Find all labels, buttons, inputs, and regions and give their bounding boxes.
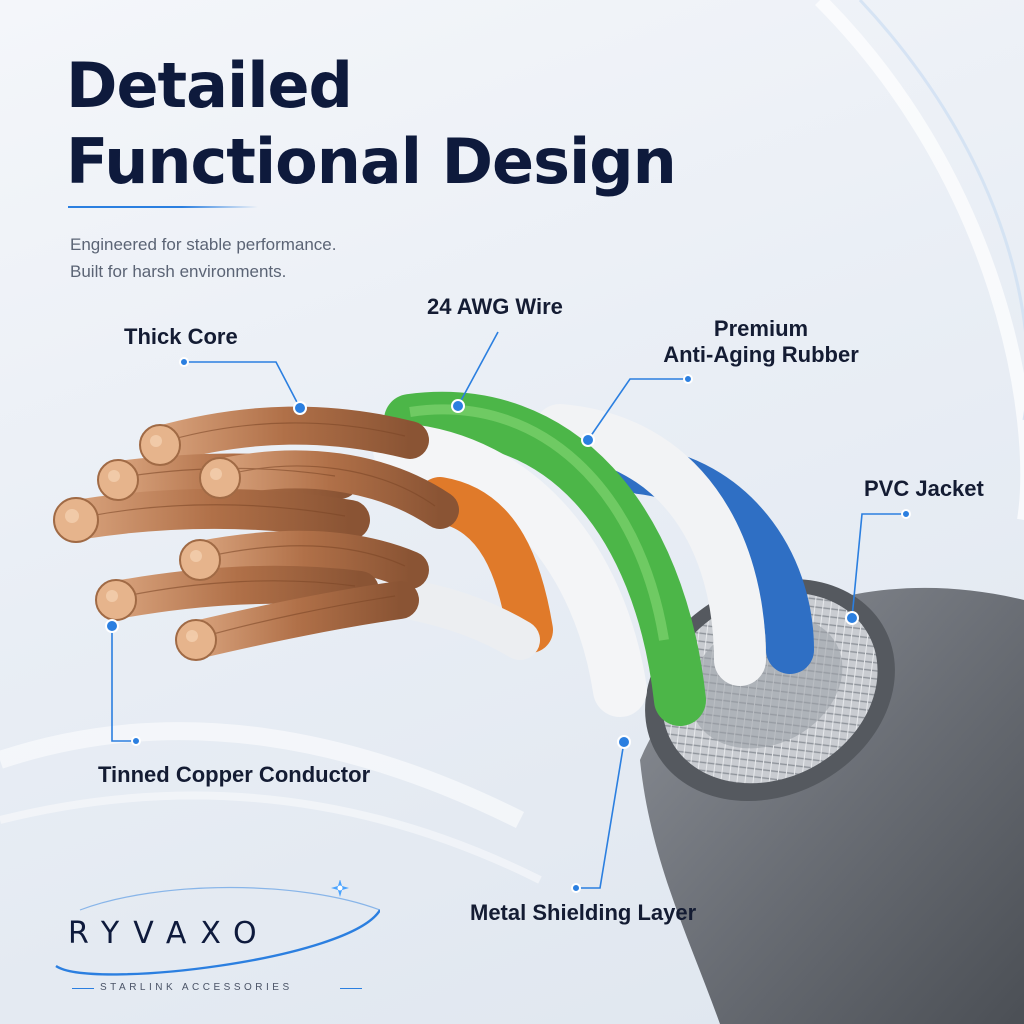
brand-logo: RYVAXO STARLINK ACCESSORIES	[50, 880, 380, 1000]
dot-thick-core-anchor	[179, 357, 189, 367]
subtitle-line-1: Engineered for stable performance.	[70, 235, 337, 254]
jacket-opening	[645, 579, 895, 801]
leader-rubber	[587, 378, 688, 441]
leader-thick-core	[184, 361, 301, 409]
dot-thick-core	[293, 401, 307, 415]
brand-name: RYVAXO	[68, 916, 271, 951]
headline-line-2: Functional Design	[66, 125, 677, 198]
wire-white-lower	[340, 570, 540, 660]
label-pvc-jacket: PVC Jacket	[864, 476, 984, 501]
dot-tinned-copper-anchor	[131, 736, 141, 746]
copper-strand-ends	[53, 424, 241, 661]
headline-underline	[68, 206, 258, 208]
leader-tinned-copper	[111, 626, 136, 742]
sparkle-icon	[331, 880, 349, 897]
pvc-jacket	[640, 587, 1024, 1024]
wire-orange	[417, 477, 553, 653]
wire-white-rear	[534, 404, 766, 686]
label-metal-shielding: Metal Shielding Layer	[470, 900, 697, 925]
leader-metal-shield	[576, 741, 625, 889]
wire-white-front	[373, 423, 647, 717]
label-rubber-line-1: Premium	[713, 316, 809, 341]
leader-pvc	[851, 513, 906, 619]
headline: Detailed Functional Design	[66, 48, 677, 200]
brand-tagline: STARLINK ACCESSORIES	[100, 982, 293, 993]
brand-orbit	[55, 880, 380, 976]
wire-green	[384, 391, 706, 726]
label-rubber-line-2: Anti-Aging Rubber	[663, 342, 859, 367]
dot-metal-shield	[617, 735, 631, 749]
label-rubber: Premium Anti-Aging Rubber	[636, 316, 886, 368]
brand-dash-right	[340, 988, 362, 989]
dot-rubber-anchor	[683, 374, 693, 384]
headline-line-1: Detailed	[66, 49, 353, 122]
label-awg-wire: 24 AWG Wire	[427, 294, 563, 319]
subtitle-line-2: Built for harsh environments.	[70, 262, 287, 281]
metal-shielding	[662, 592, 878, 784]
wire-blue	[616, 446, 814, 674]
dot-rubber	[581, 433, 595, 447]
dot-pvc	[845, 611, 859, 625]
subtitle: Engineered for stable performance. Built…	[70, 231, 337, 285]
dot-metal-shield-anchor	[571, 883, 581, 893]
dot-pvc-anchor	[901, 509, 911, 519]
dot-tinned-copper	[105, 619, 119, 633]
copper-strands	[56, 406, 459, 659]
label-tinned-copper: Tinned Copper Conductor	[98, 762, 371, 787]
brand-dash-left	[72, 988, 94, 989]
label-thick-core: Thick Core	[124, 324, 238, 349]
dot-awg-wire	[451, 399, 465, 413]
leader-awg-wire	[457, 331, 499, 407]
